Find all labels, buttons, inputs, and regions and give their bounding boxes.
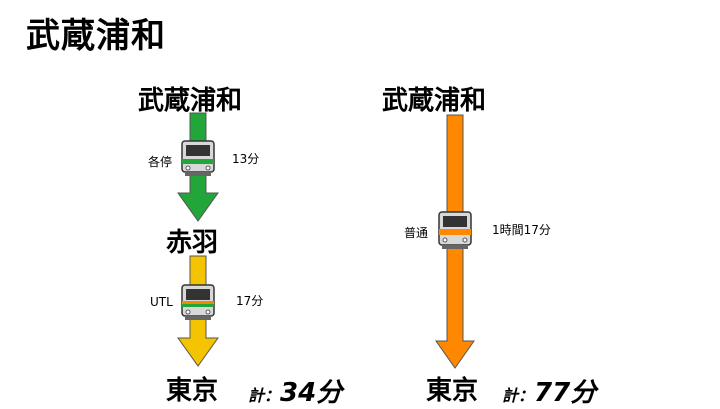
station-destination-right: 東京 bbox=[426, 376, 479, 406]
station-destination-left: 東京 bbox=[166, 376, 219, 406]
service-label-normal: 普通 bbox=[404, 226, 429, 240]
total-value: 77分 bbox=[534, 378, 597, 408]
page-title: 武蔵浦和 bbox=[26, 16, 166, 56]
total-label: 計： bbox=[248, 386, 281, 405]
travel-time-leg1: 13分 bbox=[232, 152, 260, 166]
train-icon bbox=[181, 140, 215, 176]
total-label: 計： bbox=[502, 386, 535, 405]
total-time-left: 計：34分 bbox=[248, 372, 342, 409]
station-origin-left: 武蔵浦和 bbox=[138, 86, 243, 116]
travel-time-right: 1時間17分 bbox=[492, 223, 551, 237]
train-icon bbox=[438, 211, 472, 249]
station-transfer: 赤羽 bbox=[166, 228, 219, 258]
service-label-utl: UTL bbox=[150, 295, 173, 309]
total-value: 34分 bbox=[280, 378, 343, 408]
service-label-local: 各停 bbox=[148, 155, 173, 169]
total-time-right: 計：77分 bbox=[502, 372, 596, 409]
station-origin-right: 武蔵浦和 bbox=[382, 86, 487, 116]
train-icon bbox=[181, 284, 215, 320]
travel-time-leg2: 17分 bbox=[236, 294, 264, 308]
